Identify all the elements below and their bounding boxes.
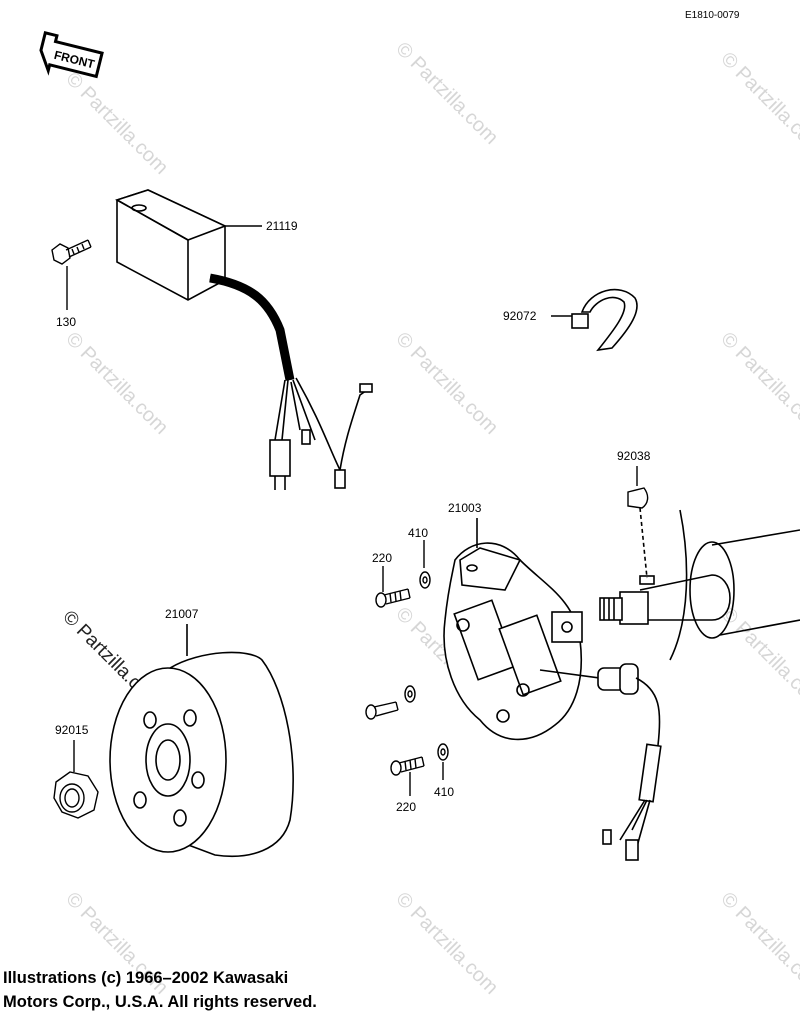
watermark: © Partzilla.com [391, 328, 502, 439]
part-label-410-lower: 410 [434, 785, 454, 799]
copyright-line-2: Motors Corp., U.S.A. All rights reserved… [3, 993, 317, 1011]
part-label-92072: 92072 [503, 309, 537, 323]
part-label-220-lower: 220 [396, 800, 416, 814]
woodruff-key-92038[interactable] [627, 466, 649, 509]
screw-220-lower[interactable] [390, 756, 425, 796]
watermark: © Partzilla.com [61, 328, 172, 439]
washer-410[interactable] [419, 540, 431, 589]
part-label-92015: 92015 [55, 723, 89, 737]
bolt-130[interactable] [51, 239, 92, 310]
watermark: © Partzilla.com [716, 48, 800, 159]
copyright-line-1: Illustrations (c) 1966–2002 Kawasaki [3, 969, 289, 987]
watermark: © Partzilla.com [391, 888, 502, 999]
watermark: © Partzilla.com [716, 888, 800, 999]
washer-middle[interactable] [404, 685, 416, 703]
watermark: © Partzilla.com [391, 38, 502, 149]
cdi-unit[interactable] [115, 189, 373, 490]
part-label-21003: 21003 [448, 501, 482, 515]
front-arrow-icon: FRONT [39, 30, 104, 79]
stator-21003[interactable] [443, 518, 662, 861]
watermark: © Partzilla.com [716, 328, 800, 439]
flywheel-rotor-21007[interactable] [109, 624, 294, 857]
nut-92015[interactable] [53, 740, 99, 819]
watermark: © Partzilla.com [61, 68, 172, 179]
part-label-410: 410 [408, 526, 428, 540]
copyright-footer: Illustrations (c) 1966–2002 Kawasaki Mot… [3, 966, 317, 1014]
screw-middle[interactable] [365, 701, 399, 720]
band-clamp-92072[interactable] [551, 288, 638, 352]
part-label-21119: 21119 [266, 219, 298, 233]
washer-410-lower[interactable] [437, 743, 449, 780]
part-label-220: 220 [372, 551, 392, 565]
part-label-130: 130 [56, 315, 76, 329]
watermark-layer: © Partzilla.com © Partzilla.com © Partzi… [58, 38, 800, 999]
part-label-21007: 21007 [165, 607, 199, 621]
screw-220[interactable] [375, 566, 411, 608]
diagram-code: E1810-0079 [685, 10, 740, 21]
part-label-92038: 92038 [617, 449, 651, 463]
crankshaft [599, 507, 800, 661]
